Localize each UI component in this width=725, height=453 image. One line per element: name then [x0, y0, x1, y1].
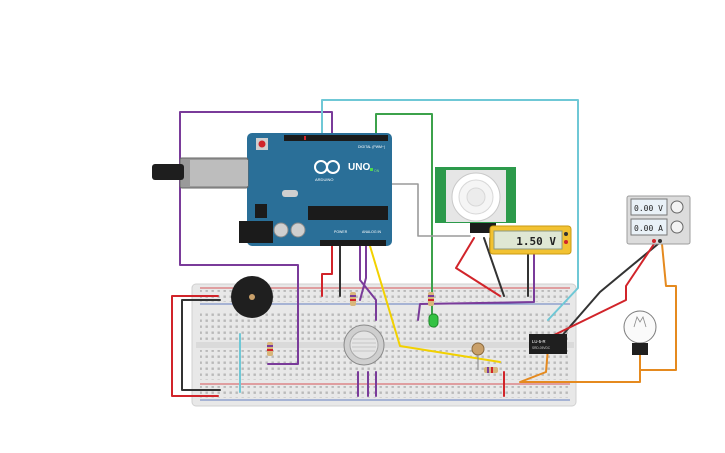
- wire-left-black: [181, 299, 221, 391]
- wire-pir-red: [455, 237, 501, 297]
- digital-header-label: DIGITAL (PWM~): [358, 145, 385, 149]
- atmega-chip: [308, 206, 388, 220]
- power-supply[interactable]: 0.00 V 0.00 A: [626, 195, 691, 245]
- wire-orange-2: [519, 347, 641, 383]
- relay-label: LU-5-R: [532, 339, 546, 344]
- on-label: ON: [374, 169, 380, 173]
- power-label: POWER: [334, 230, 348, 234]
- arduino-logo: [314, 160, 340, 174]
- wire-pir-black: [483, 237, 505, 297]
- ps-current-knob[interactable]: [670, 220, 684, 234]
- photoresistor[interactable]: [471, 342, 485, 370]
- relay[interactable]: LU-5-R SRD-05VDC: [529, 334, 567, 354]
- resistor-2[interactable]: [350, 292, 356, 306]
- wires: [171, 99, 677, 397]
- ps-voltage-knob[interactable]: [670, 200, 684, 214]
- arduino-brand: ARDUINO: [315, 177, 333, 182]
- arduino-uno[interactable]: ARDUINO UNO DIGITAL (PWM~) POWER ANALOG …: [152, 133, 392, 246]
- ps-voltage: 0.00 V: [634, 204, 663, 213]
- analog-label: ANALOG IN: [362, 230, 382, 234]
- relay-sublabel: SRD-05VDC: [532, 346, 551, 350]
- piezo-buzzer[interactable]: [231, 276, 273, 318]
- light-bulb[interactable]: [623, 310, 657, 355]
- wire-red-5v: [321, 245, 333, 297]
- ps-current: 0.00 A: [634, 224, 663, 233]
- potentiometer[interactable]: [343, 324, 385, 366]
- wire-purple-a0: [359, 245, 377, 321]
- arduino-model: UNO: [348, 162, 370, 173]
- wire-green: [375, 113, 433, 319]
- wire-purple-left: [179, 111, 333, 365]
- resistor-1[interactable]: [267, 342, 273, 356]
- wire-ps-black: [559, 243, 659, 339]
- pir-sensor[interactable]: [435, 167, 516, 233]
- wire-ps-red: [547, 243, 655, 339]
- multimeter[interactable]: 1.50 V: [489, 225, 572, 255]
- resistor-4[interactable]: [484, 367, 498, 373]
- power-jack[interactable]: [239, 221, 273, 243]
- resistor-3[interactable]: [428, 292, 434, 306]
- wire-meter-red: [417, 251, 535, 321]
- multimeter-reading: 1.50 V: [516, 235, 556, 248]
- wire-yellow: [369, 245, 501, 363]
- wire-cyan: [321, 99, 579, 321]
- green-led[interactable]: [428, 313, 439, 328]
- usb-cable[interactable]: [152, 164, 184, 180]
- wire-purple-a1: [359, 245, 367, 301]
- wire-left-red: [171, 295, 219, 397]
